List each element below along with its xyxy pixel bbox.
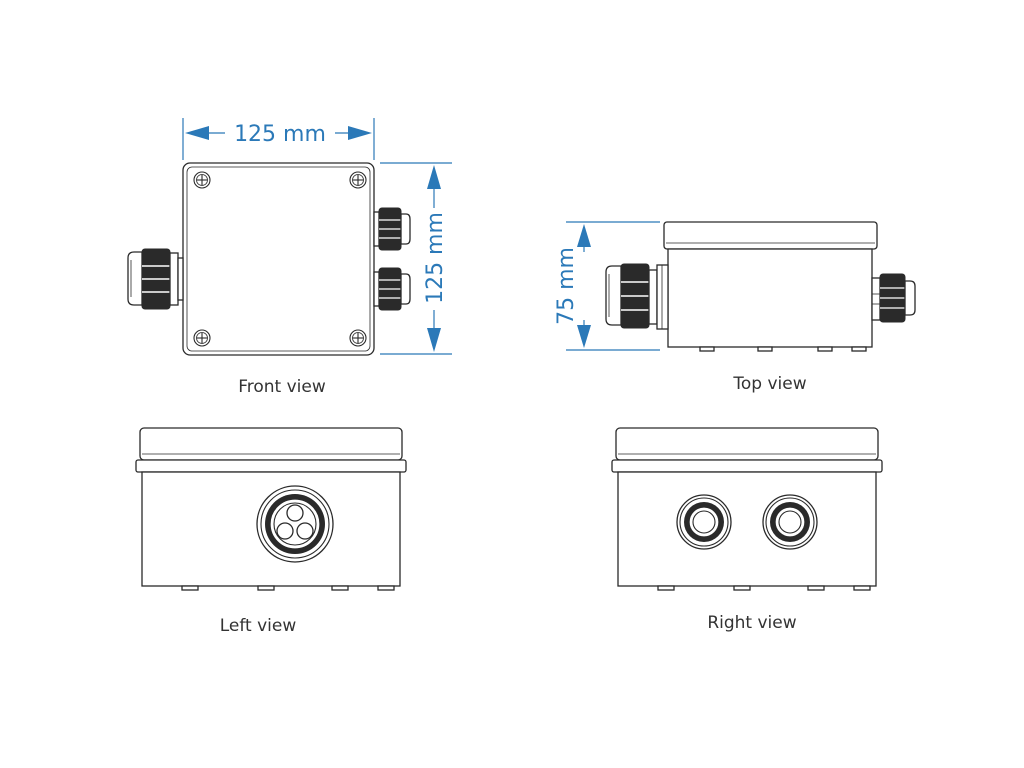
front-corner-screw-top-left [193, 171, 211, 189]
front-right-upper-cable-gland [373, 207, 411, 251]
left-lid-rim [135, 459, 407, 473]
front-corner-screw-top-right [349, 171, 367, 189]
right-view-label: Right view [707, 613, 796, 633]
top-view-label: Top view [732, 374, 806, 394]
top-feet [699, 346, 867, 352]
front-corner-screw-bottom-right [349, 329, 367, 347]
top-depth-dimension: 75 mm [554, 221, 660, 351]
front-corner-screw-bottom-left [193, 329, 211, 347]
front-box-inner-rim [186, 166, 371, 352]
front-width-dimension: 125 mm [182, 118, 375, 160]
right-lid-rim [611, 459, 883, 473]
right-lid [615, 427, 879, 461]
front-height-dimension: 125 mm [380, 162, 452, 355]
width-dimension-label: 125 mm [234, 122, 326, 147]
top-lid [663, 221, 878, 250]
right-body [617, 471, 877, 587]
front-box-body [182, 162, 375, 356]
left-view-label: Left view [220, 616, 297, 636]
front-view: 125 mm 125 mm Front view [127, 118, 452, 397]
depth-dimension-label: 75 mm [554, 247, 579, 325]
front-view-label: Front view [238, 377, 326, 397]
left-feet [181, 585, 395, 591]
front-right-lower-cable-gland [373, 267, 411, 311]
front-left-cable-gland [127, 248, 184, 310]
right-view: Right view [611, 427, 883, 633]
top-view: 75 mm Top view [554, 221, 916, 394]
left-gland-three-hole-seal [256, 485, 334, 563]
left-view: Left view [135, 427, 407, 636]
top-right-cable-gland [871, 273, 916, 323]
right-gland-right [762, 494, 818, 550]
top-body [667, 248, 873, 348]
top-left-cable-gland [605, 263, 669, 330]
right-feet [657, 585, 871, 591]
right-gland-left [676, 494, 732, 550]
height-dimension-label: 125 mm [423, 212, 448, 304]
left-lid [139, 427, 403, 461]
